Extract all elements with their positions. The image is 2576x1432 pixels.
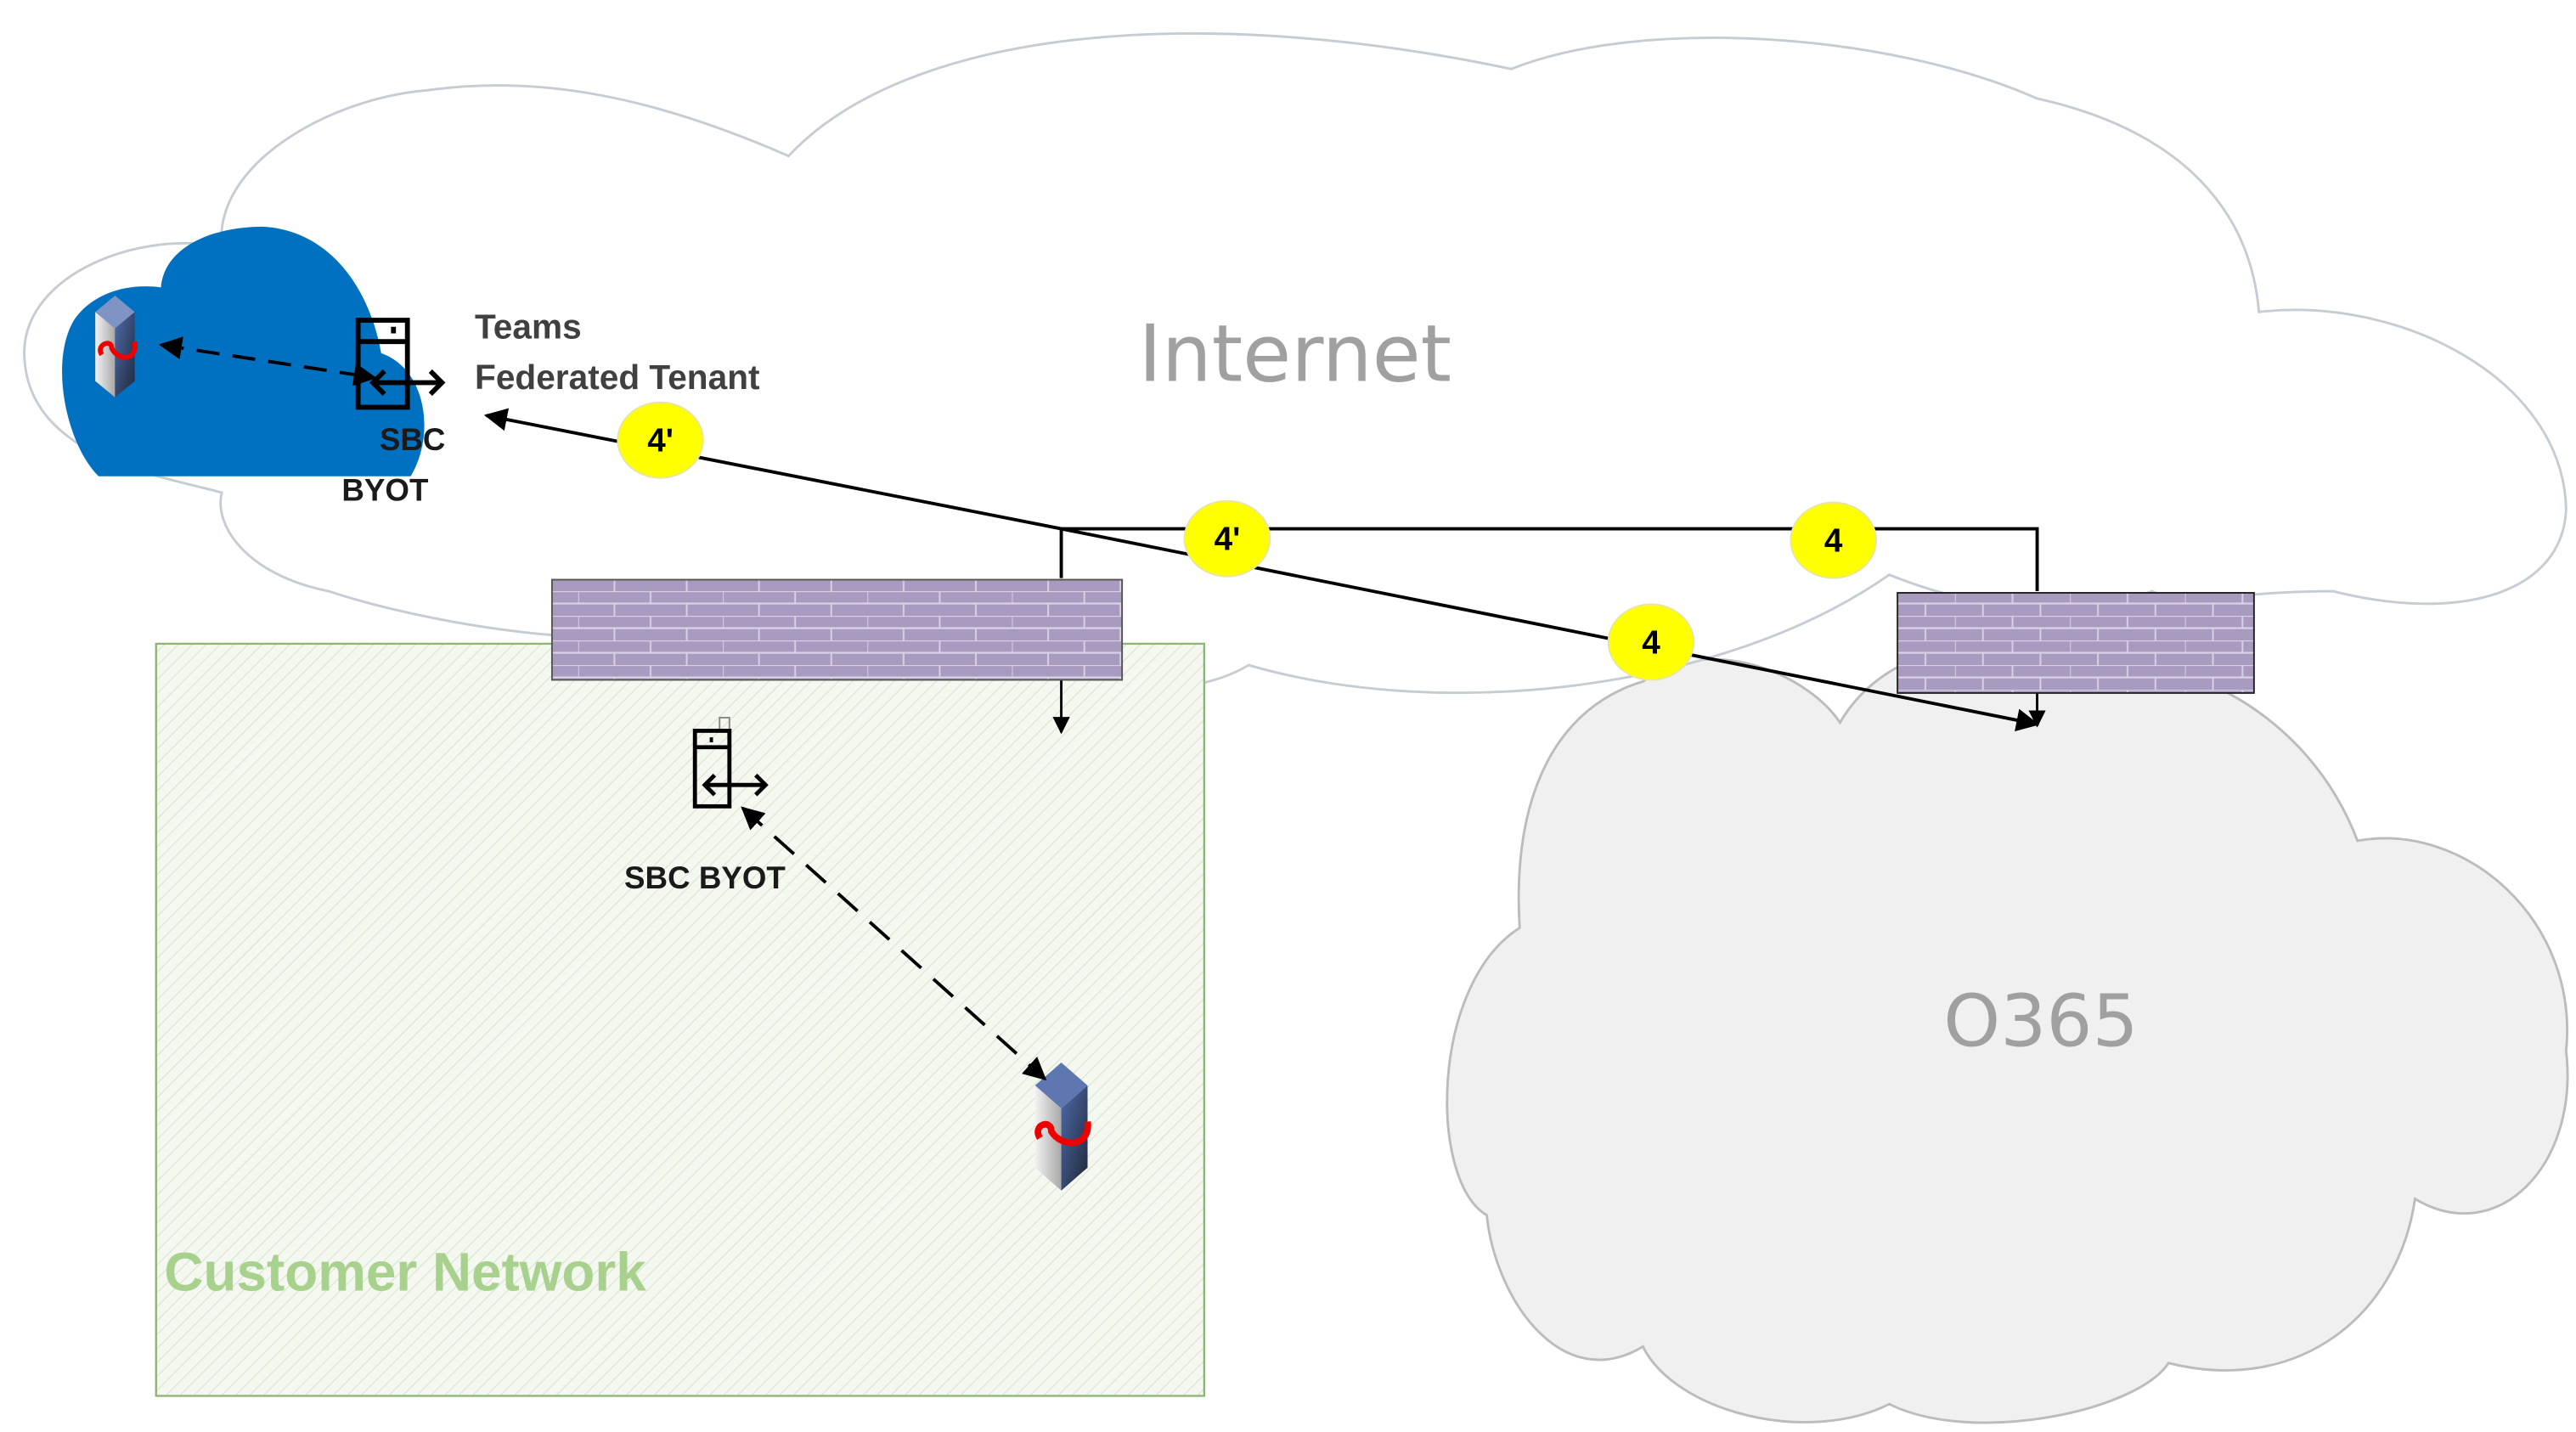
o365-firewall: [1897, 592, 2255, 694]
customer-server-icon: [1034, 1062, 1091, 1191]
badge-4-path-top: 4: [1790, 501, 1877, 579]
sbc-cloud-label-line1: SBC: [380, 422, 446, 457]
o365-label: O365: [1943, 980, 2138, 1064]
customer-sbc-server-dashed-link: [741, 806, 1047, 1081]
teams-server-icon: [95, 296, 138, 397]
path-4prime-to-teams-arrow: [483, 408, 1062, 531]
badge-4prime-teams: 4': [617, 401, 704, 479]
svg-text:4': 4': [647, 423, 674, 459]
teams-label-line1: Teams: [475, 307, 582, 346]
badge-4prime-path: 4': [1183, 499, 1271, 578]
teams-label-line2: Federated Tenant: [475, 358, 760, 397]
internet-label: Internet: [1138, 308, 1451, 400]
svg-text:4': 4': [1215, 521, 1241, 558]
svg-text:4: 4: [1824, 523, 1843, 560]
sbc-customer-icon: [692, 716, 769, 809]
badge-4-path-diag: 4: [1607, 603, 1695, 681]
customer-network-label: Customer Network: [164, 1242, 646, 1303]
customer-firewall: [550, 578, 1124, 681]
sbc-customer-label: SBC BYOT: [624, 860, 786, 895]
sbc-cloud-label-line2: BYOT: [341, 473, 429, 508]
svg-text:4: 4: [1642, 625, 1660, 662]
path-4-orthogonal: [1059, 527, 2039, 592]
